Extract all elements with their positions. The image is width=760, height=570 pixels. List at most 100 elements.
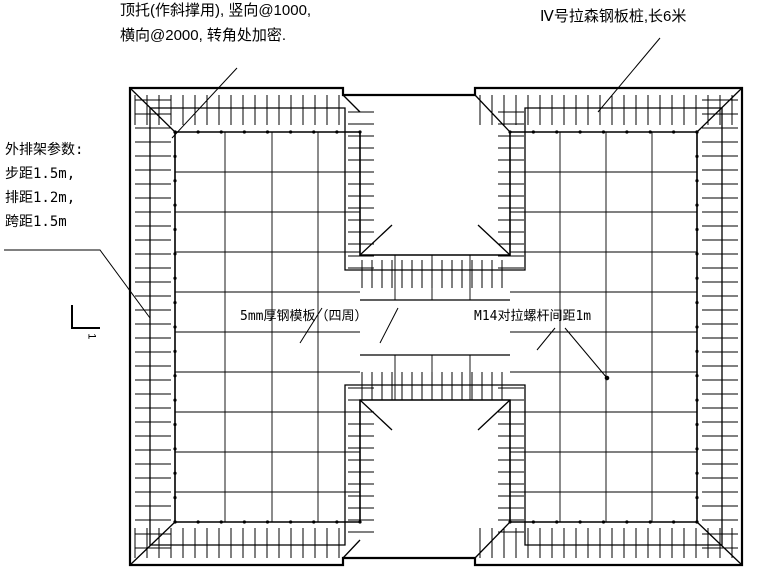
tie-rod	[695, 203, 699, 207]
tie-rod-dot	[604, 375, 610, 381]
corner-brace	[696, 521, 743, 566]
tie-rod	[601, 130, 606, 134]
corner-brace	[129, 521, 176, 566]
annotation-scaffold-step: 步距1.5m,	[5, 166, 76, 182]
tie-rod	[695, 179, 699, 183]
leader-top-support	[171, 67, 238, 139]
tie-rod	[695, 227, 699, 232]
tie-rod	[695, 447, 699, 451]
annotation-scaffold-row: 排距1.2m,	[5, 190, 76, 206]
tie-rod	[265, 130, 270, 134]
annotation-scaffold-span: 跨距1.5m	[5, 214, 67, 230]
annotation-tie-rod: M14对拉螺杆间距1m	[474, 309, 592, 324]
corner-brace	[359, 399, 393, 431]
tie-rod	[695, 276, 699, 280]
tie-rod	[173, 252, 177, 256]
tie-rod	[173, 520, 177, 524]
leader-formwork-1	[299, 307, 323, 344]
structure-drawing	[128, 86, 744, 567]
tie-rod	[578, 520, 582, 524]
tie-rod	[265, 520, 270, 524]
tie-rod	[578, 130, 582, 134]
tie-rod	[555, 130, 559, 134]
tie-rod	[695, 252, 699, 256]
tie-rod	[695, 130, 699, 134]
corner-brace	[696, 87, 743, 133]
corner-brace	[477, 224, 511, 256]
tie-rod	[672, 130, 676, 134]
tie-rod	[289, 520, 293, 524]
tie-rod	[173, 422, 177, 427]
tie-rod	[508, 130, 512, 134]
formwork-outline	[174, 131, 698, 523]
corner-brace	[342, 539, 361, 559]
annotation-sheet-pile: Ⅳ号拉森钢板桩,长6米	[540, 8, 687, 25]
tie-rod	[173, 276, 177, 280]
sheet-pile-outline	[128, 86, 744, 567]
annotation-top-support-line2: 横向@2000, 转角处加密.	[120, 27, 287, 44]
tie-rod	[601, 520, 606, 524]
corner-brace	[342, 94, 361, 113]
tie-rod	[173, 179, 177, 183]
tie-rod	[173, 471, 177, 475]
tie-rod	[695, 301, 699, 305]
corner-brace	[474, 94, 511, 133]
tie-rod	[695, 325, 699, 329]
leader-sheet-pile	[597, 37, 661, 113]
leader-scaffold	[4, 249, 151, 319]
tie-rod	[695, 349, 699, 353]
annotation-top-support-line1: 顶托(作斜撑用), 竖向@1000,	[120, 2, 312, 19]
corner-brace	[477, 399, 511, 431]
tie-rod	[173, 227, 177, 232]
tie-rod	[555, 520, 559, 524]
tie-rod	[358, 130, 362, 134]
leader-formwork-2	[379, 307, 399, 344]
tie-rod	[531, 520, 535, 524]
tie-rod	[695, 471, 699, 475]
tie-rod	[625, 520, 629, 524]
leader-tie-rod-2	[564, 327, 608, 379]
tie-rod	[695, 374, 699, 378]
annotation-scaffold-title: 外排架参数:	[5, 142, 84, 158]
tie-rod	[196, 520, 200, 524]
tie-rod	[695, 154, 699, 158]
tie-rod	[173, 447, 177, 451]
tie-rod	[695, 496, 699, 500]
tie-rod	[173, 130, 177, 134]
tie-rod	[173, 374, 177, 378]
tie-rod	[695, 422, 699, 427]
section-symbol	[71, 305, 100, 329]
tie-rod	[312, 130, 316, 134]
tie-rod	[173, 349, 177, 353]
tie-rod	[508, 520, 512, 524]
tie-rod	[625, 130, 629, 134]
tie-rod	[173, 325, 177, 329]
scaffold-outline	[149, 107, 723, 546]
corner-brace	[359, 224, 393, 256]
tie-rod	[173, 301, 177, 305]
tie-rod	[648, 520, 652, 524]
corner-brace	[474, 521, 511, 559]
tie-rod	[358, 520, 362, 524]
tie-rod	[335, 130, 339, 134]
tie-rod	[173, 496, 177, 500]
tie-rod	[695, 398, 699, 402]
tie-rod	[695, 520, 699, 524]
tie-rod	[242, 130, 246, 134]
annotation-formwork: 5mm厚钢模板（四周）	[240, 309, 368, 324]
tie-rod	[173, 154, 177, 158]
tie-rod	[173, 398, 177, 402]
tie-rod	[219, 130, 223, 134]
corner-brace	[129, 87, 176, 133]
tie-rod	[335, 520, 339, 524]
tie-rod	[219, 520, 223, 524]
tie-rod	[289, 130, 293, 134]
tie-rod	[173, 203, 177, 207]
tie-rod	[531, 130, 535, 134]
tie-rod	[242, 520, 246, 524]
leader-tie-rod-1	[536, 327, 556, 351]
tie-rod	[648, 130, 652, 134]
tie-rod	[672, 520, 676, 524]
tie-rod	[196, 130, 200, 134]
